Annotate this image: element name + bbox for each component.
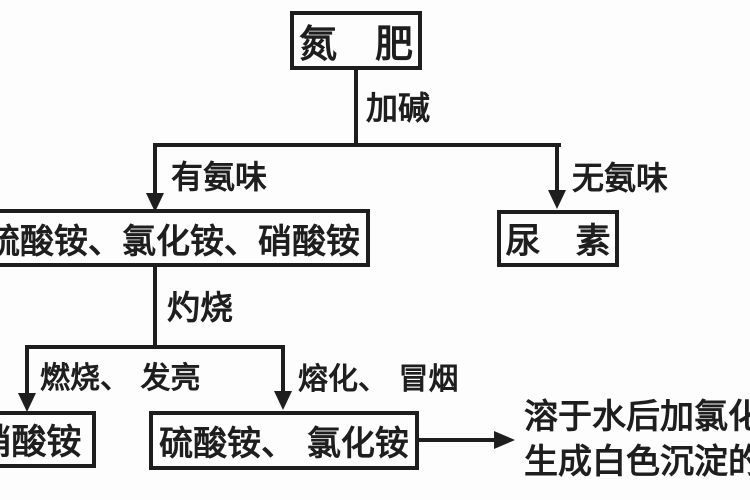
result-note: 溶于水后加氯化 生成白色沉淀的 xyxy=(524,395,750,485)
edge-label-has-ammonia-smell: 有氨味 xyxy=(171,158,268,196)
edge-label-no-ammonia-smell: 无氨味 xyxy=(572,159,669,197)
connector-left-branch-down xyxy=(153,143,157,195)
connector-ignite-down xyxy=(153,265,157,349)
connector-branch-horizontal xyxy=(153,143,561,147)
node-nitrogen-fertilizer: 氮 肥 xyxy=(290,11,422,70)
node-ammonium-salts: 硫酸铵、氯化铵、硝酸铵 xyxy=(0,209,370,267)
result-note-line2: 生成白色沉淀的 xyxy=(524,442,750,482)
arrowhead-down-icon xyxy=(18,393,36,412)
connector-burn-down xyxy=(25,345,29,395)
connector-melt-down xyxy=(281,345,285,393)
arrowhead-right-icon xyxy=(494,431,515,449)
arrowhead-down-icon xyxy=(274,391,292,410)
arrowhead-down-icon xyxy=(548,190,566,209)
edge-label-burns-bright: 燃烧、 发亮 xyxy=(40,361,201,396)
connector-root-down xyxy=(354,68,358,147)
edge-label-ignite: 灼烧 xyxy=(167,288,233,327)
arrowhead-down-icon xyxy=(146,193,164,212)
node-urea: 尿 素 xyxy=(497,210,619,267)
connector-result-shaft xyxy=(417,438,496,442)
node-sulfate-chloride: 硫酸铵、 氯化铵 xyxy=(149,411,419,470)
result-note-line1: 溶于水后加氯化 xyxy=(524,397,750,437)
edge-label-add-alkali: 加碱 xyxy=(366,89,431,127)
edge-label-melts-smokes: 熔化、 冒烟 xyxy=(298,362,459,397)
connector-right-branch-down xyxy=(555,143,559,192)
connector-ignite-horizontal xyxy=(25,345,285,349)
node-ammonium-nitrate: 硝酸铵 xyxy=(0,411,96,468)
